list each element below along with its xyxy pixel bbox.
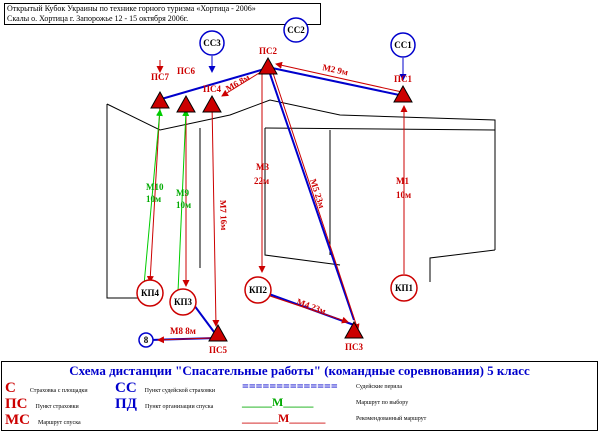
legend-ps-symbol: ПС: [5, 396, 28, 412]
start-label: 8: [144, 335, 149, 345]
recommended-routes: [146, 60, 408, 344]
ps6-label: ПС6: [177, 66, 196, 76]
m10-label-a: М10: [146, 182, 164, 192]
legend-ms-desc: Маршрут спуска: [38, 420, 81, 426]
m9-label-b: 10м: [176, 200, 191, 210]
legend-ms: МС Маршрут спуска: [5, 411, 81, 429]
legend-ps-desc: Пункт страховки: [35, 404, 79, 410]
ps4-triangle: [202, 94, 222, 113]
legend-c: С Страховка с площадки: [5, 379, 88, 397]
kp4-circle: [136, 279, 164, 307]
ps2-triangle: [258, 56, 278, 75]
m3-label-b: 22м: [254, 176, 269, 186]
legend-line-blue: ==============: [242, 379, 338, 393]
choice-routes: [143, 109, 190, 293]
m6-label: М6 8м: [224, 72, 251, 94]
m1-label-a: М1: [396, 176, 409, 186]
header-line-2: Скалы о. Хортица г. Запорожье 12 - 15 ок…: [7, 14, 189, 23]
legend-c-desc: Страховка с площадки: [29, 388, 88, 394]
legend: Схема дистанции "Спасательные работы" (к…: [1, 361, 598, 431]
legend-ss-symbol: СС: [115, 380, 137, 396]
ss2-label: СС2: [287, 25, 305, 35]
start-circle: [138, 332, 154, 348]
m4-label: М4 23м: [295, 296, 327, 316]
ps1-label: ПС1: [394, 74, 413, 84]
legend-line-green-desc: Маршрут по выбору: [356, 400, 409, 406]
ps4-label: ПС4: [203, 84, 222, 94]
kp3-label: КП3: [174, 297, 193, 307]
legend-line-green: _____M_____: [242, 395, 314, 409]
ps7-label: ПС7: [151, 72, 170, 82]
m1-label-b: 10м: [396, 190, 411, 200]
legend-title: Схема дистанции "Спасательные работы" (к…: [69, 363, 530, 378]
legend-pd: ПД Пункт организации спуска: [115, 395, 213, 413]
judge-points: [138, 17, 416, 348]
header-box: Открытый Кубок Украины по технике горног…: [4, 3, 321, 25]
legend-pd-symbol: ПД: [115, 396, 137, 412]
kp1-circle: [390, 274, 418, 302]
ps6-triangle: [176, 94, 196, 113]
m9-label-a: М9: [176, 188, 189, 198]
control-points: [136, 274, 418, 316]
legend-line-red: ______M______: [242, 411, 326, 425]
ss1-label: СС1: [394, 40, 412, 50]
ps1-triangle: [393, 84, 413, 103]
m3-label-a: М3: [256, 162, 269, 172]
ss3-circle: [199, 30, 225, 56]
ss2-circle: [283, 17, 309, 43]
kp4-label: КП4: [141, 288, 160, 298]
ps5-label: ПС5: [209, 345, 228, 355]
legend-ms-symbol: МС: [5, 412, 30, 428]
ss3-label: СС3: [203, 38, 221, 48]
m10-label-b: 10м: [146, 194, 161, 204]
kp1-label: КП1: [395, 283, 414, 293]
legend-ss-desc: Пункт судейской страховки: [144, 388, 216, 394]
m7-label: М7 16м: [218, 200, 229, 231]
legend-ps: ПС Пункт страховки: [5, 395, 79, 413]
legend-ss: СС Пункт судейской страховки: [115, 379, 215, 397]
belay-points: [150, 56, 413, 342]
legend-line-red-desc: Рекомендованный маршрут: [356, 416, 427, 422]
ps3-triangle: [344, 320, 364, 339]
header-line-1: Открытый Кубок Украины по технике горног…: [7, 4, 256, 13]
ss1-circle: [390, 32, 416, 58]
legend-pd-desc: Пункт организации спуска: [145, 404, 214, 410]
ps3-label: ПС3: [345, 342, 364, 352]
ps2-label: ПС2: [259, 46, 278, 56]
kp2-label: КП2: [249, 285, 268, 295]
legend-c-symbol: С: [5, 380, 16, 396]
ps7-triangle: [150, 90, 170, 109]
rock-outline: [106, 99, 496, 299]
ps5-triangle: [208, 323, 228, 342]
kp2-circle: [244, 276, 272, 304]
m8-label: М8 8м: [170, 326, 196, 336]
kp3-circle: [169, 288, 197, 316]
legend-line-blue-desc: Судейские перила: [356, 384, 403, 390]
